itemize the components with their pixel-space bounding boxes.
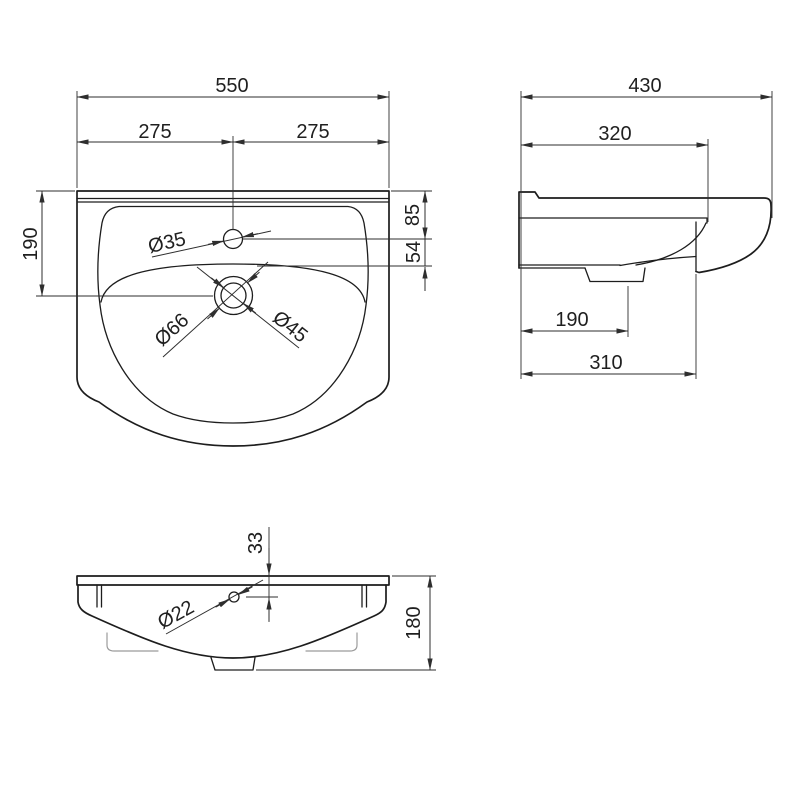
dim-54-label: 54 [403,241,425,263]
overflow-arrow-right [237,586,253,596]
dim-430-label: 430 [628,75,661,97]
dim-190-side-label: 190 [555,309,588,331]
drain-outer-arrow-sw [207,307,220,320]
dim-190-label: 190 [20,227,42,260]
dim-drain-outer-dia-label: Ø66 [151,309,194,351]
overflow-arrow-left [215,598,231,608]
side-view: 430 320 190 310 [518,75,773,379]
front-drain-fitting [210,656,256,671]
faucet-dia-arrow-right [241,232,259,238]
dim-85-label: 85 [402,204,424,226]
front-view: Ø22 33 180 [76,527,436,671]
front-body-outline [77,584,387,659]
plan-basin-opening [97,205,369,424]
side-rim-underside [518,217,708,224]
side-drain-fitting [584,267,646,283]
plan-bowl-bottom-contour [100,263,366,303]
side-profile-outline [518,191,772,274]
dim-33-label: 33 [245,532,267,554]
front-overflow-hole [228,591,240,603]
dim-275-right-label: 275 [296,121,329,143]
drain-inner-arrow-nw [210,277,225,289]
dim-310-label: 310 [589,352,622,374]
dim-320-label: 320 [598,123,631,145]
side-bowl-curve [635,222,707,266]
dim-faucet-dia-label: Ø35 [146,228,188,258]
dim-275-left-label: 275 [138,121,171,143]
plan-view: 550 275 275 190 85 54 Ø35 Ø66 Ø45 [20,75,432,447]
front-basin-floor-right [305,632,358,652]
plan-outer-outline [76,190,390,447]
front-rim-band [76,575,390,586]
drain-outer-arrow-ne [247,271,260,284]
drain-inner-arrow-se [242,302,257,314]
front-basin-floor-left [106,632,159,652]
plan-drain-outer-circle [213,275,254,316]
side-bottom-front-edge [619,255,697,267]
dim-550-label: 550 [215,75,248,97]
plan-drain-inner-circle [220,282,247,309]
faucet-dia-arrow-left [207,240,225,246]
dim-180-label: 180 [403,606,425,639]
